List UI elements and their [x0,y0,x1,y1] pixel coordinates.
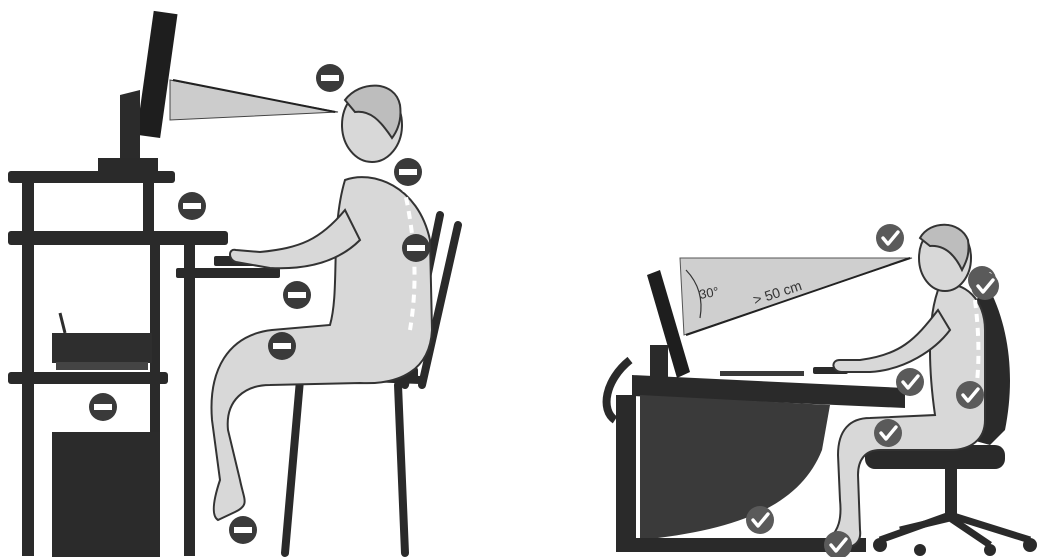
minus-circle-icon [402,234,430,262]
tall-computer-desk [8,171,280,556]
viewing-angle-wedge [169,79,339,121]
check-circle-icon [874,222,906,254]
monitor-raised [98,10,178,171]
ergonomic-desk [602,356,905,552]
check-circle-icon [744,504,776,536]
minus-circle-icon [316,64,344,92]
check-circle-icon [894,366,926,398]
bad-posture-scene [8,10,462,557]
minus-circle-icon [229,516,257,544]
minus-circle-icon [178,192,206,220]
angle-label: 30° [698,284,720,302]
tower-pc [52,432,160,557]
minus-circle-icon [89,393,117,421]
good-posture-scene: 30° > 50 cm [602,222,1037,557]
slouching-person [210,84,434,522]
minus-circle-icon [394,158,422,186]
router-box [52,312,152,370]
monitor-eye-level [647,270,690,380]
minus-circle-icon [283,281,311,309]
check-circle-icon [969,270,1001,302]
keyboard-good [720,371,804,376]
check-circle-icon [872,417,904,449]
check-circle-icon [954,379,986,411]
minus-circle-icon [268,332,296,360]
